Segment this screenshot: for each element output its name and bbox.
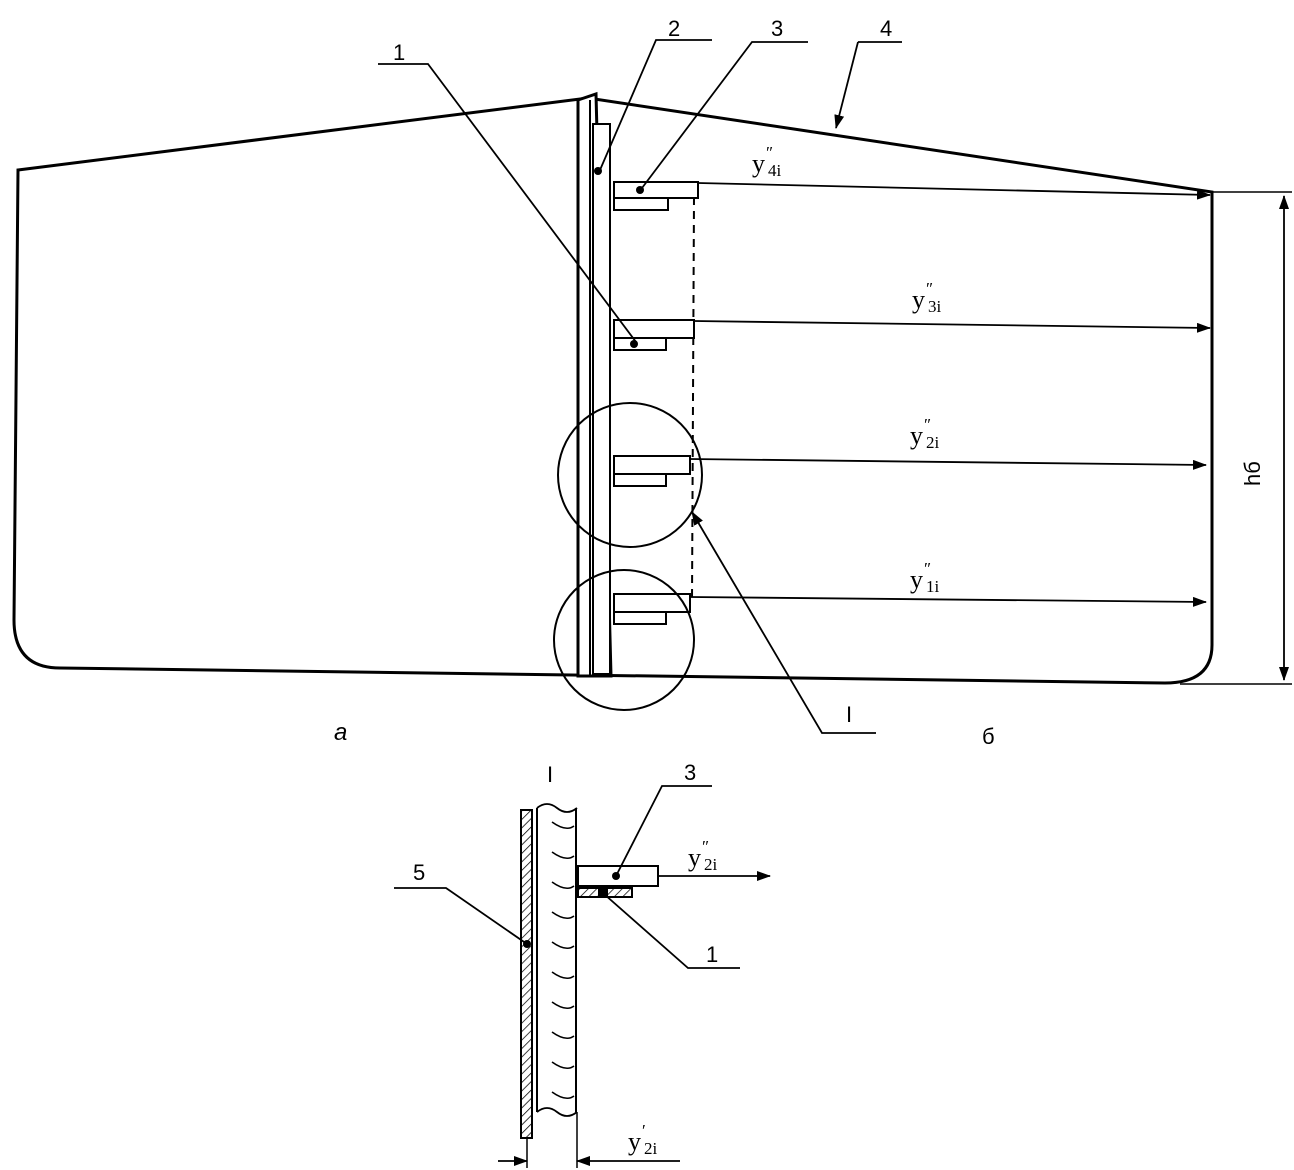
height-label: hб [1240, 461, 1265, 486]
detail-circle-upper [557, 402, 703, 548]
arrow-y4 [697, 182, 1211, 200]
detail-label-bottom: y ′ 2i [628, 1121, 658, 1158]
detail-circle-lower [553, 569, 695, 711]
svg-text:y: y [688, 843, 701, 872]
callout-1: 1 [393, 40, 405, 65]
label-y1: y ″ 1i [910, 559, 940, 596]
arrow-y1 [689, 596, 1207, 607]
label-y4: y ″ 4i [752, 143, 782, 180]
arrow-y3 [693, 320, 1211, 333]
svg-text:y: y [752, 149, 765, 178]
svg-text:4i: 4i [768, 161, 782, 180]
detail-title: I [547, 762, 553, 787]
detail-leader-1 [603, 893, 740, 969]
svg-text:″: ″ [924, 415, 931, 434]
detail-label-top: y ″ 2i [688, 837, 718, 874]
svg-text:y: y [910, 421, 923, 450]
reference-dashed-line [691, 196, 695, 601]
svg-text:y: y [910, 565, 923, 594]
arrow-4 [834, 41, 859, 129]
vessel-outline [12, 96, 1214, 685]
svg-text:″: ″ [702, 837, 709, 856]
label-y3: y ″ 3i [912, 279, 942, 316]
view-label-left: а [334, 719, 347, 746]
leader-1 [378, 63, 637, 343]
svg-text:″: ″ [766, 143, 773, 162]
detail-wave-bottom [536, 1107, 578, 1117]
svg-text:2i: 2i [704, 855, 718, 874]
detail-leader-5 [394, 887, 528, 945]
detail-wave-top [536, 803, 578, 813]
svg-text:″: ″ [926, 279, 933, 298]
detail-callout-1: 1 [706, 942, 718, 967]
svg-text:′: ′ [642, 1121, 646, 1140]
callout-3: 3 [771, 16, 783, 41]
svg-text:2i: 2i [644, 1139, 658, 1158]
detail-wave-pattern [551, 821, 575, 1100]
leader-2 [599, 39, 712, 171]
svg-text:y: y [628, 1127, 641, 1156]
arrow-y2 [689, 458, 1207, 470]
detail-insulation-layer [536, 808, 577, 1112]
callout-2: 2 [668, 16, 680, 41]
detail-callout-5: 5 [413, 860, 425, 885]
sensor-1 [613, 593, 691, 625]
svg-text:2i: 2i [926, 433, 940, 452]
svg-text:1i: 1i [926, 577, 940, 596]
svg-text:y: y [912, 285, 925, 314]
detail-hatched-sheet [520, 809, 533, 1139]
label-y2: y ″ 2i [910, 415, 940, 452]
detail-leader-3 [615, 785, 712, 877]
sensor-2 [613, 455, 691, 487]
view-label-right: б [982, 724, 995, 749]
callout-4: 4 [880, 16, 892, 41]
callout-detail: I [846, 702, 852, 727]
bulkhead-plate [592, 123, 611, 675]
detail-element-1-mark [598, 888, 608, 897]
leader-3 [641, 41, 808, 189]
svg-text:3i: 3i [928, 297, 942, 316]
leader-detail [691, 511, 876, 734]
sensor-3 [613, 319, 695, 351]
detail-callout-3: 3 [684, 760, 696, 785]
sensor-4 [613, 181, 699, 211]
svg-text:″: ″ [924, 559, 931, 578]
detail-view: I 3 1 5 y ″ 2i y ′ 2i [394, 760, 771, 1168]
